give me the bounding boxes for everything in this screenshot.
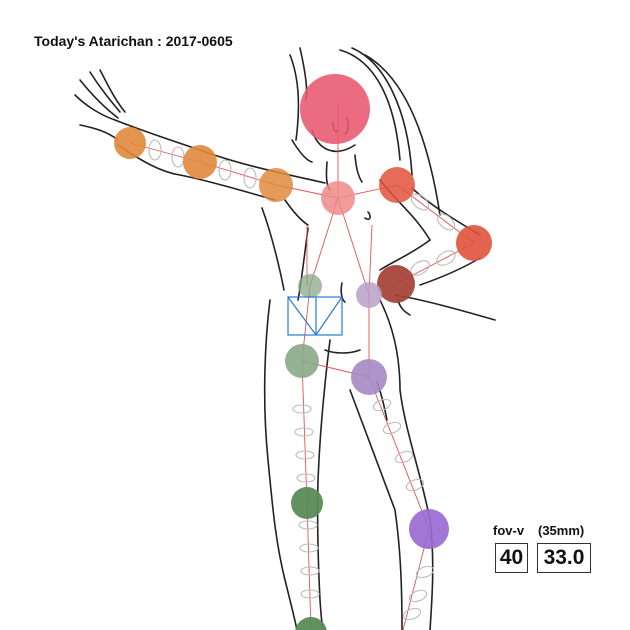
joint-pelvis-right[interactable] — [298, 274, 322, 298]
joint-right-ankle[interactable] — [295, 617, 327, 630]
joint-left-hip[interactable] — [351, 359, 387, 395]
joint-right-knee[interactable] — [291, 487, 323, 519]
joint-left-wrist[interactable] — [377, 265, 415, 303]
joint-left-shoulder[interactable] — [379, 167, 415, 203]
joint-right-elbow[interactable] — [183, 145, 217, 179]
focal-length-label: (35mm) — [538, 523, 585, 538]
joint-pelvis-left[interactable] — [356, 282, 382, 308]
focal-length-value-field[interactable]: 33.0 — [537, 543, 591, 573]
joint-chest[interactable] — [321, 181, 355, 215]
joint-right-shoulder[interactable] — [259, 168, 293, 202]
joint-right-hand[interactable] — [114, 127, 146, 159]
joint-left-knee[interactable] — [409, 509, 449, 549]
joint-right-hip[interactable] — [285, 344, 319, 378]
gizmo-diagonal-2 — [315, 296, 343, 336]
joints — [114, 74, 492, 630]
fov-value-field[interactable]: 40 — [495, 543, 528, 573]
gizmo-box[interactable] — [287, 296, 343, 336]
twist-rings — [148, 139, 456, 621]
selection-gizmo[interactable] — [287, 296, 343, 336]
joint-left-elbow[interactable] — [456, 225, 492, 261]
gizmo-diagonal — [287, 296, 317, 336]
joint-head[interactable] — [300, 74, 370, 144]
page-title: Today's Atarichan : 2017-0605 — [34, 33, 233, 49]
fov-label: fov-v — [493, 523, 525, 538]
